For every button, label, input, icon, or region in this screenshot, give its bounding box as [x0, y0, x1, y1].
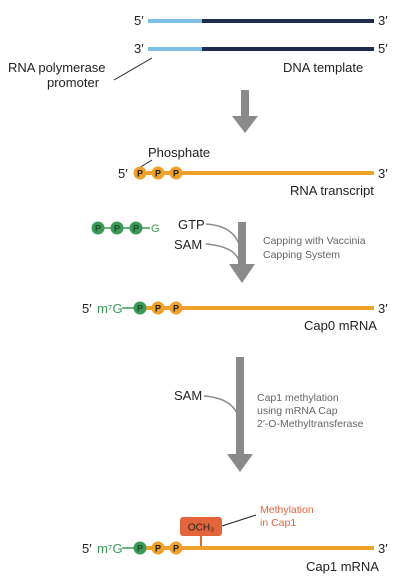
cap1-m7g-label: m⁷G: [97, 541, 123, 556]
cap0-m7g-label: m⁷G: [97, 301, 123, 316]
gtp-phosphate-symbol: P: [114, 224, 120, 234]
promoter-label-line2: promoter: [47, 75, 100, 90]
phosphate-symbol: P: [155, 169, 161, 179]
methylation-desc-line2: using mRNA Cap: [257, 405, 338, 417]
cap1-phosphate-circle: [169, 541, 183, 555]
gtp-phosphate-circle: [91, 221, 105, 235]
down-arrow-1: [232, 90, 258, 133]
dna-bottom-3-label: 3′: [134, 41, 144, 56]
cap1-section: Methylation in Cap1 OCH₃ 5′ m⁷G P P P 3′…: [82, 504, 388, 574]
cap1-phosphate-symbol: P: [173, 544, 179, 554]
down-arrow-2-head: [229, 264, 255, 283]
cap0-mrna-label: Cap0 mRNA: [304, 318, 377, 333]
gtp-phosphate-symbol: P: [133, 224, 139, 234]
down-arrow-2-shaft: [238, 222, 246, 264]
dna-section: 5′ 3′ 3′ 5′ RNA polymerase promoter DNA …: [8, 13, 388, 90]
sam-join-line: [205, 243, 241, 265]
capping-step: P P P G GTP SAM Capping with Vaccinia Ca…: [91, 217, 366, 283]
och3-label: OCH₃: [188, 523, 214, 534]
cap0-phosphate-symbol: P: [155, 304, 161, 314]
cap0-green-phosphate-circle: [133, 301, 147, 315]
phosphate-circle: [151, 166, 165, 180]
dna-top-3-label: 3′: [378, 13, 388, 28]
gtp-label: GTP: [178, 217, 205, 232]
cap0-phosphate-symbol: P: [173, 304, 179, 314]
dna-top-5-label: 5′: [134, 13, 144, 28]
cap1-phosphate-symbol: P: [137, 544, 143, 554]
promoter-label-line1: RNA polymerase: [8, 60, 106, 75]
methylation-label-line2: in Cap1: [260, 517, 296, 529]
sam2-label: SAM: [174, 388, 202, 403]
methylation-step: SAM Cap1 methylation using mRNA Cap 2′-O…: [174, 357, 364, 472]
phosphate-label: Phosphate: [148, 145, 210, 160]
cap0-section: 5′ m⁷G P P P 3′ Cap0 mRNA: [82, 301, 388, 333]
rna-transcript-section: Phosphate 5′ P P P 3′ RNA transcript: [118, 145, 388, 198]
cap1-phosphate-symbol: P: [155, 544, 161, 554]
phosphate-symbol: P: [137, 169, 143, 179]
gtp-phosphate-symbol: P: [95, 224, 101, 234]
capping-desc-line1: Capping with Vaccinia: [263, 235, 366, 247]
cap1-3-label: 3′: [378, 541, 388, 556]
cap1-mrna-label: Cap1 mRNA: [306, 559, 379, 574]
rna-transcript-label: RNA transcript: [290, 183, 374, 198]
cap0-phosphate-symbol: P: [137, 304, 143, 314]
promoter-pointer-line: [113, 57, 153, 81]
cap0-phosphate-circle: [169, 301, 183, 315]
cap1-green-phosphate-circle: [133, 541, 147, 555]
phosphate-symbol: P: [173, 169, 179, 179]
methylation-label-line1: Methylation: [260, 504, 314, 516]
cap1-5-label: 5′: [82, 541, 92, 556]
down-arrow-3-shaft: [236, 357, 244, 454]
sam-label: SAM: [174, 237, 202, 252]
phosphate-circle: [169, 166, 183, 180]
transcript-5-label: 5′: [118, 166, 128, 181]
gtp-g-symbol: G: [151, 223, 160, 235]
cap0-phosphate-circle: [151, 301, 165, 315]
sam2-join-line: [203, 395, 241, 429]
cap0-3-label: 3′: [378, 301, 388, 316]
methyl-box: [180, 517, 222, 536]
transcript-3-label: 3′: [378, 166, 388, 181]
cap1-phosphate-circle: [151, 541, 165, 555]
down-arrow-3-head: [227, 454, 253, 472]
gtp-phosphate-circle: [110, 221, 124, 235]
phosphate-circle: [133, 166, 147, 180]
dna-bottom-5-label: 5′: [378, 41, 388, 56]
methylation-desc-line1: Cap1 methylation: [257, 392, 339, 404]
methylation-desc-line3: 2′-O-Methyltransferase: [257, 418, 364, 430]
dna-template-label: DNA template: [283, 60, 363, 75]
cap0-5-label: 5′: [82, 301, 92, 316]
methylation-pointer-line: [221, 514, 257, 527]
gtp-phosphate-circle: [129, 221, 143, 235]
capping-desc-line2: Capping System: [263, 249, 340, 261]
